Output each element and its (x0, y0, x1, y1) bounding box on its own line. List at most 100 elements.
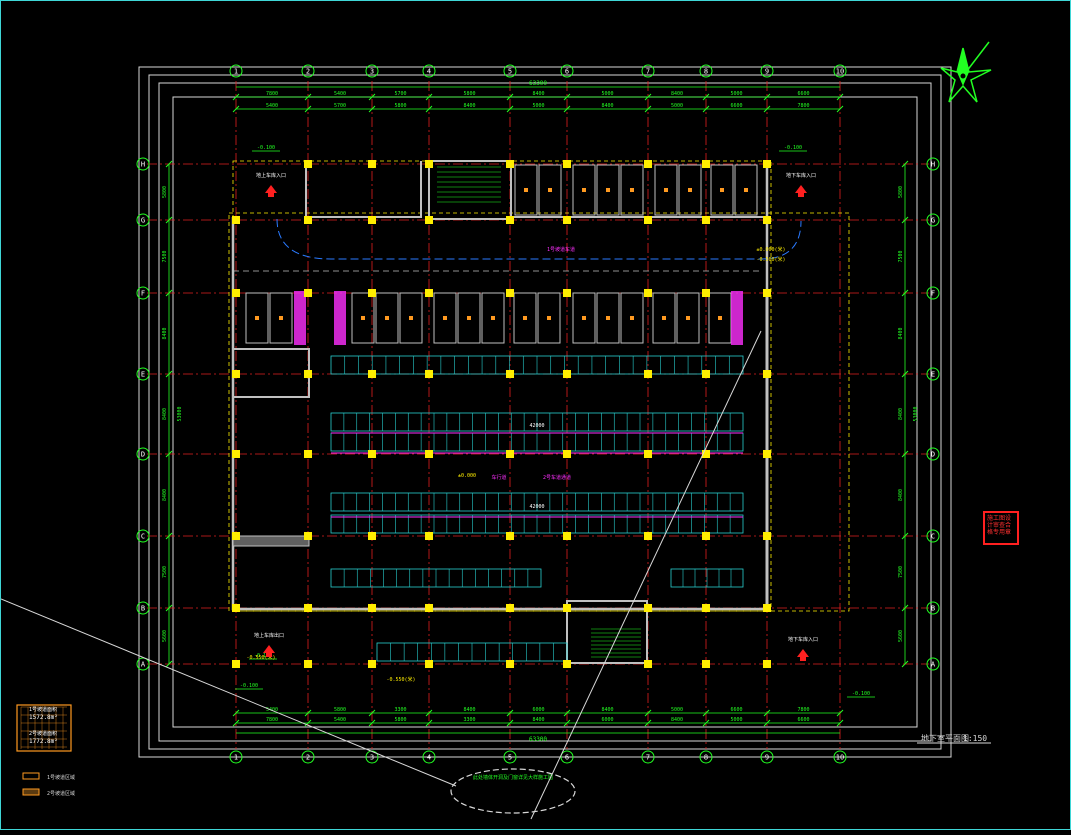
approval-stamp: 施工图设计审查合格专用章 (983, 511, 1019, 545)
structural-column (304, 160, 312, 168)
structural-column (425, 370, 433, 378)
basement-outline-dashed (232, 160, 772, 612)
axis-bubble (641, 64, 655, 78)
structural-column (763, 450, 771, 458)
dimension-tick (368, 93, 376, 101)
axis-bubble (760, 64, 774, 78)
storage-marker (385, 316, 389, 320)
dimension-text: 6600 (797, 717, 809, 723)
storage-room (678, 164, 702, 216)
axis-bubble (229, 64, 243, 78)
structural-column (644, 450, 652, 458)
floor-level-label: ±0.000(米) (756, 246, 785, 253)
storage-marker (361, 316, 365, 320)
structural-column (763, 160, 771, 168)
storage-room (457, 292, 481, 344)
dimension-text: 5400 (266, 103, 278, 109)
dimension-text: 5000 (601, 91, 613, 97)
boundary-line (138, 66, 952, 758)
axis-label-F: F (141, 290, 145, 298)
dimension-tick (506, 719, 514, 727)
storage-room (538, 164, 562, 216)
hatched-wall (294, 291, 306, 345)
storage-marker (547, 316, 551, 320)
floor-level-label: -0.550(米) (386, 676, 415, 683)
entrance-label: 地下车库入口 (786, 172, 816, 179)
dimension-tick (165, 160, 173, 168)
axis-label-1: 1 (234, 68, 238, 76)
axis-bubble (699, 64, 713, 78)
core-wall (305, 161, 422, 218)
dimension-text: 8400 (532, 717, 544, 723)
entrance-arrow-icon (795, 185, 807, 193)
floor-level-label: -0.550(米) (246, 654, 275, 661)
dimension-tick (702, 709, 710, 717)
structural-column (368, 660, 376, 668)
dimension-tick (901, 216, 909, 224)
structural-column (644, 216, 652, 224)
entrance-arrow-icon (266, 653, 272, 657)
structural-column (702, 532, 710, 540)
storage-marker (720, 188, 724, 192)
structural-column (506, 160, 514, 168)
axis-bubble (365, 64, 379, 78)
axis-bubble (560, 64, 574, 78)
structural-column (644, 604, 652, 612)
lane-label: 1号坡道车道 (547, 246, 575, 253)
axis-label-5: 5 (508, 68, 512, 76)
storage-marker (582, 316, 586, 320)
axis-bubble (229, 750, 243, 764)
structural-column (563, 660, 571, 668)
storage-marker (524, 188, 528, 192)
storage-marker (548, 188, 552, 192)
dimension-text: 5800 (162, 186, 168, 198)
axis-label-3: 3 (370, 754, 374, 762)
dimension-tick (232, 709, 240, 717)
top-total-dimension: 63300 (529, 80, 547, 87)
axis-bubble (136, 447, 150, 461)
hatched-wall (731, 291, 743, 345)
storage-room (399, 292, 423, 344)
dimension-tick (836, 93, 844, 101)
dimension-tick (563, 105, 571, 113)
storage-marker (279, 316, 283, 320)
dimension-text: 5800 (394, 717, 406, 723)
axis-label-3: 3 (370, 68, 374, 76)
dimension-tick (425, 709, 433, 717)
storage-room (596, 292, 620, 344)
storage-room (572, 292, 596, 344)
dimension-tick (165, 216, 173, 224)
structural-column (506, 604, 514, 612)
entrance-arrow-icon (263, 645, 275, 653)
dimension-text: 8400 (532, 91, 544, 97)
parking-row-dimension: 42000 (529, 504, 544, 510)
structural-column (563, 450, 571, 458)
structural-column (232, 216, 240, 224)
storage-marker (606, 316, 610, 320)
axis-label-2: 2 (306, 68, 310, 76)
dimension-tick (836, 709, 844, 717)
storage-marker (630, 188, 634, 192)
hatched-wall (334, 291, 346, 345)
dimension-tick (563, 719, 571, 727)
floor-level-label: ±0.000 (458, 473, 476, 479)
dimension-text: 6600 (797, 91, 809, 97)
legend-item-2: 2号坡道区域 (47, 790, 75, 797)
dimension-tick (165, 532, 173, 540)
storage-room (514, 164, 538, 216)
structural-column (702, 216, 710, 224)
dimension-tick (165, 370, 173, 378)
axis-label-D: D (931, 451, 935, 459)
storage-room (433, 292, 457, 344)
structural-column (563, 216, 571, 224)
dimension-text: 8400 (601, 707, 613, 713)
storage-marker (491, 316, 495, 320)
axis-bubble (136, 286, 150, 300)
entrance-arrow-icon (800, 657, 806, 661)
entrance-arrow-icon (268, 193, 274, 197)
dimension-tick (506, 93, 514, 101)
ramp-lane-path (276, 218, 802, 260)
dimension-text: 8400 (463, 103, 475, 109)
dimension-text: 8400 (898, 489, 904, 501)
